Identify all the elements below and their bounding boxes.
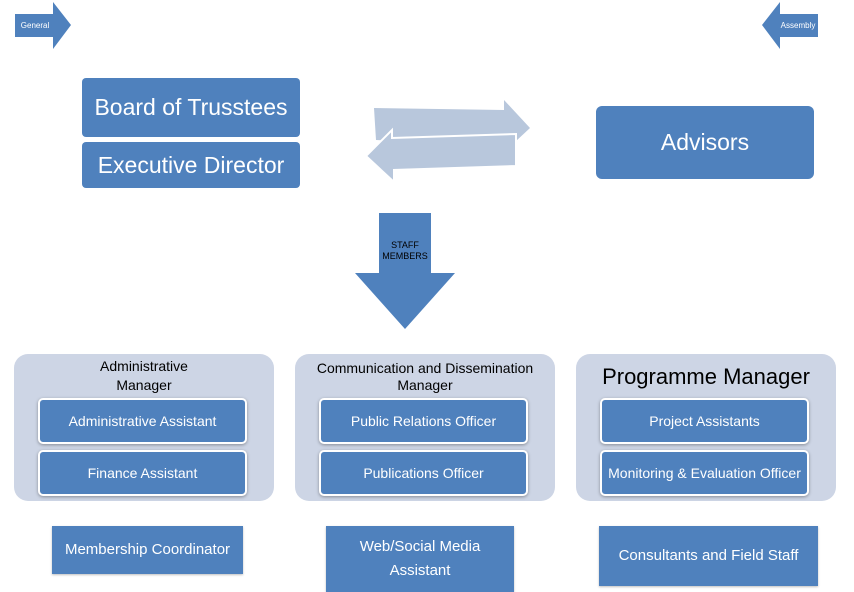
communication-manager-title: Communication and Dissemination Manager: [316, 360, 534, 393]
publications-officer-box: Publications Officer: [319, 450, 528, 496]
left-arrow-icon: [762, 2, 818, 49]
down-arrow-icon: [355, 213, 455, 329]
communication-group: Communication and Dissemination Manager …: [295, 354, 555, 501]
administrative-assistant-box: Administrative Assistant: [38, 398, 247, 444]
bidirectional-arrows-icon: [364, 100, 530, 185]
board-of-trustees-box: Board of Trusstees: [82, 78, 300, 137]
consultants-field-staff-box: Consultants and Field Staff: [599, 526, 818, 586]
programme-manager-title: Programme Manager: [602, 364, 810, 389]
general-label: General: [20, 21, 50, 30]
finance-assistant-box: Finance Assistant: [38, 450, 247, 496]
staff-members-label: STAFF MEMBERS: [382, 240, 428, 261]
programme-group: Programme Manager Project Assistants Mon…: [576, 354, 836, 501]
membership-coordinator-box: Membership Coordinator: [52, 526, 243, 574]
administrative-manager-title: Administrative Manager: [100, 358, 188, 393]
administrative-group: Administrative Manager Administrative As…: [14, 354, 274, 501]
assembly-label: Assembly: [780, 21, 816, 30]
web-social-media-assistant-box: Web/Social Media Assistant: [326, 526, 514, 592]
public-relations-officer-box: Public Relations Officer: [319, 398, 528, 444]
project-assistants-box: Project Assistants: [600, 398, 809, 444]
advisors-box: Advisors: [596, 106, 814, 179]
executive-director-box: Executive Director: [82, 142, 300, 188]
monitoring-evaluation-officer-box: Monitoring & Evaluation Officer: [600, 450, 809, 496]
general-arrow: General: [15, 2, 71, 49]
right-arrow-icon: [15, 2, 71, 49]
assembly-arrow: Assembly: [762, 2, 818, 49]
